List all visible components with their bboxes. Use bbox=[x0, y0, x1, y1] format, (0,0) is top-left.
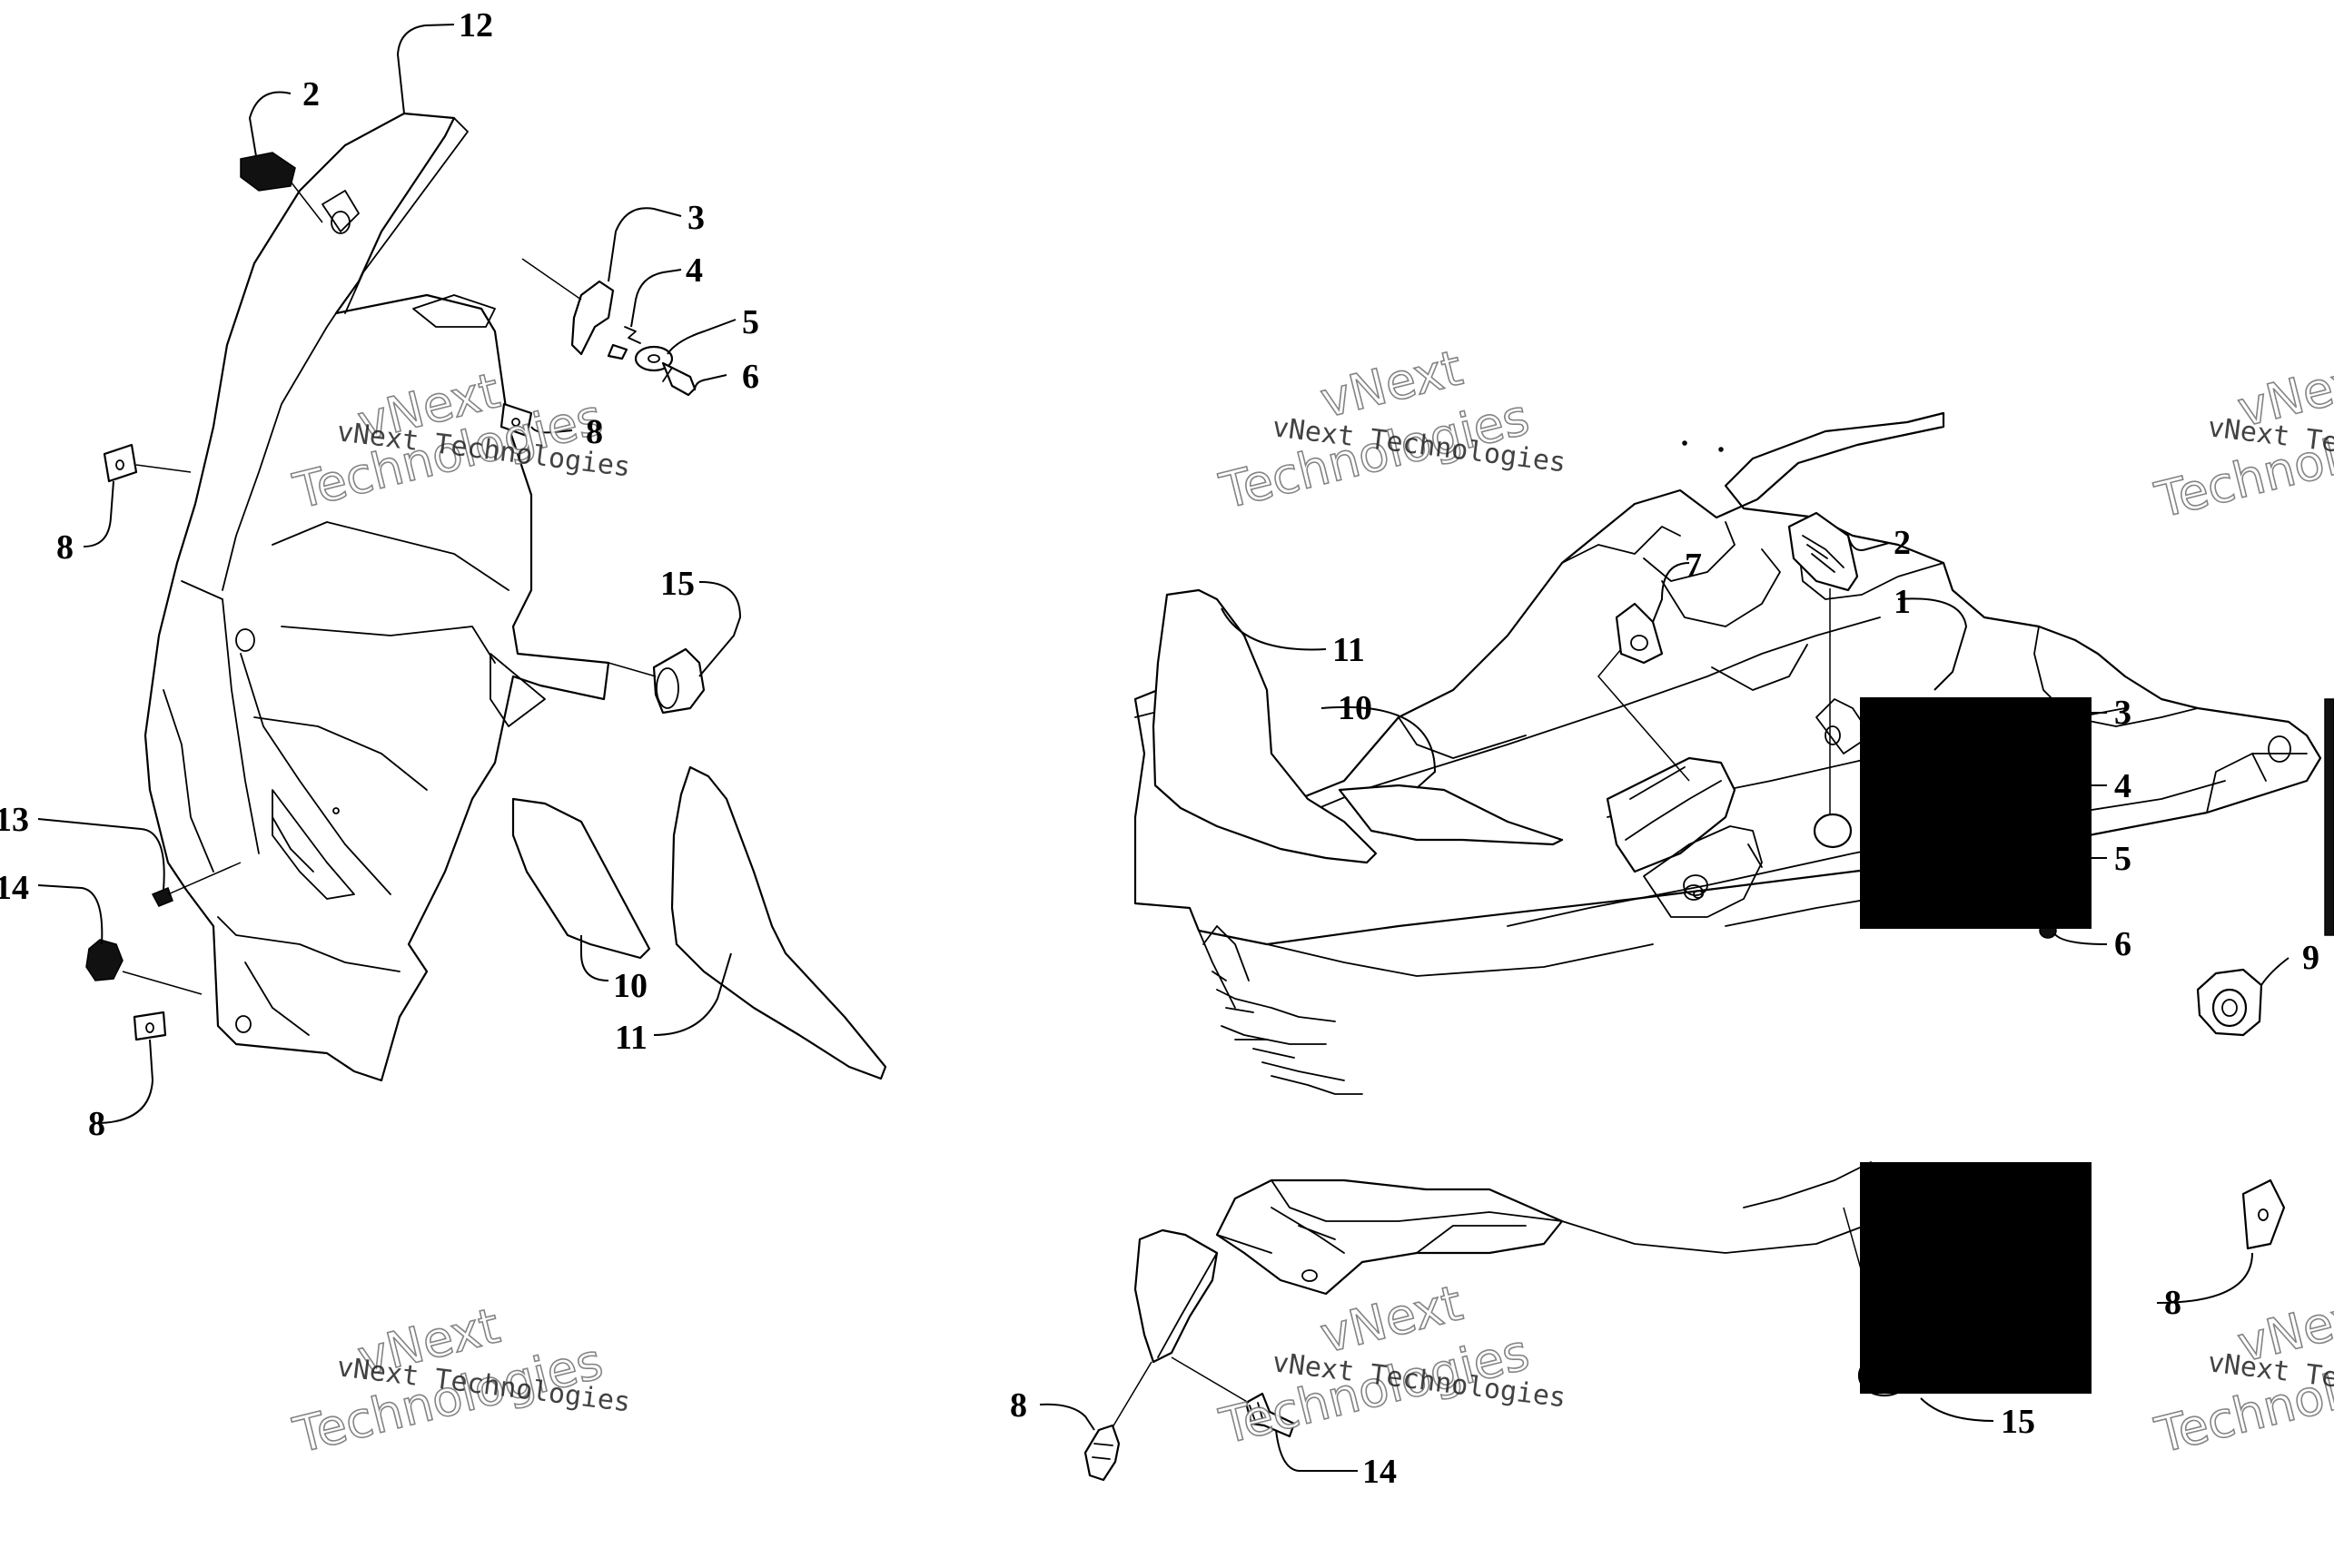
part-2-left bbox=[240, 152, 296, 192]
callout-8-right: 8 bbox=[2164, 1284, 2181, 1322]
watermark-bottom-center: vNext Technologies vNext Technologies bbox=[1213, 1274, 1568, 1456]
callout-2-right: 2 bbox=[1894, 524, 1911, 562]
callout-4-left: 4 bbox=[686, 251, 703, 290]
leader-lines bbox=[37, 24, 2289, 1472]
callout-6-left: 6 bbox=[742, 358, 759, 396]
part-14-nut-left bbox=[85, 939, 124, 981]
part-2-right bbox=[1787, 511, 1859, 592]
part-13-screw-left bbox=[151, 887, 173, 907]
callout-5-left: 5 bbox=[742, 303, 759, 341]
part-10-pad-right bbox=[1338, 784, 1564, 846]
callout-12-left: 12 bbox=[459, 6, 493, 44]
rear-flap-right bbox=[1606, 756, 1736, 873]
callout-4-right: 4 bbox=[2114, 767, 2131, 805]
callout-13-left: 13 bbox=[0, 801, 29, 839]
callout-8-left-bottom: 8 bbox=[88, 1105, 105, 1143]
callout-9-right: 9 bbox=[2302, 939, 2319, 977]
right-view bbox=[1083, 411, 2334, 1482]
clipped-part-far-right bbox=[2324, 698, 2334, 936]
callout-8-left-upper: 8 bbox=[586, 413, 603, 451]
lower-spear-right bbox=[1133, 1228, 1219, 1364]
part-8-clip-upper bbox=[499, 402, 533, 438]
callout-8-right-bottom: 8 bbox=[1010, 1386, 1027, 1425]
part-15-grommet-left bbox=[652, 647, 706, 715]
callout-11-left: 11 bbox=[615, 1019, 648, 1057]
watermark-top-center: vNext Technologies vNext Technologies bbox=[1213, 339, 1568, 521]
callout-3-right: 3 bbox=[2114, 694, 2131, 732]
callout-6-right: 6 bbox=[2114, 925, 2131, 963]
part-8-clip-bottom bbox=[133, 1011, 167, 1041]
part-7-clip-right bbox=[1615, 602, 1664, 665]
callout-10-right: 10 bbox=[1338, 689, 1372, 727]
watermark-top-right: vNext Technologies vNext Technologies bbox=[2149, 348, 2334, 530]
hood-body-left bbox=[143, 112, 610, 1082]
left-view bbox=[85, 112, 887, 1082]
callouts-left: 12 2 3 4 5 6 8 8 15 13 14 8 10 11 bbox=[0, 6, 759, 1143]
callout-7-right: 7 bbox=[1685, 547, 1702, 585]
callout-1-right: 1 bbox=[1894, 583, 1911, 621]
redaction-box-top bbox=[1860, 697, 2092, 929]
part-11-panel-left bbox=[670, 765, 887, 1080]
part-6-screw-left bbox=[661, 361, 697, 397]
callout-11-right: 11 bbox=[1332, 631, 1365, 669]
callout-10-left: 10 bbox=[613, 967, 648, 1005]
callout-2-left: 2 bbox=[302, 75, 320, 113]
part-4-spring-left bbox=[624, 326, 641, 344]
callouts-right: 7 2 1 11 10 3 4 5 6 9 8 8 14 15 bbox=[1010, 524, 2319, 1491]
part-10-pad-left bbox=[511, 797, 651, 960]
part-8-clip-right bbox=[2241, 1178, 2286, 1250]
part-4-clip-left bbox=[607, 343, 628, 360]
callout-14-right: 14 bbox=[1362, 1453, 1397, 1491]
part-8-pin-right bbox=[1083, 1424, 1121, 1482]
lower-flap-right bbox=[1215, 1178, 1564, 1296]
callout-8-left: 8 bbox=[56, 528, 74, 567]
callout-15-right: 15 bbox=[2001, 1403, 2035, 1441]
callout-15-left: 15 bbox=[660, 565, 695, 603]
part-8-clip-left bbox=[103, 443, 138, 483]
watermark-bottom-left: vNext Technologies vNext Technologies bbox=[287, 1297, 632, 1465]
callout-3-left: 3 bbox=[687, 199, 705, 237]
callout-5-right: 5 bbox=[2114, 840, 2131, 878]
part-3-clip-left bbox=[570, 280, 615, 356]
callout-14-left: 14 bbox=[0, 869, 29, 907]
redaction-box-bottom bbox=[1860, 1162, 2092, 1394]
